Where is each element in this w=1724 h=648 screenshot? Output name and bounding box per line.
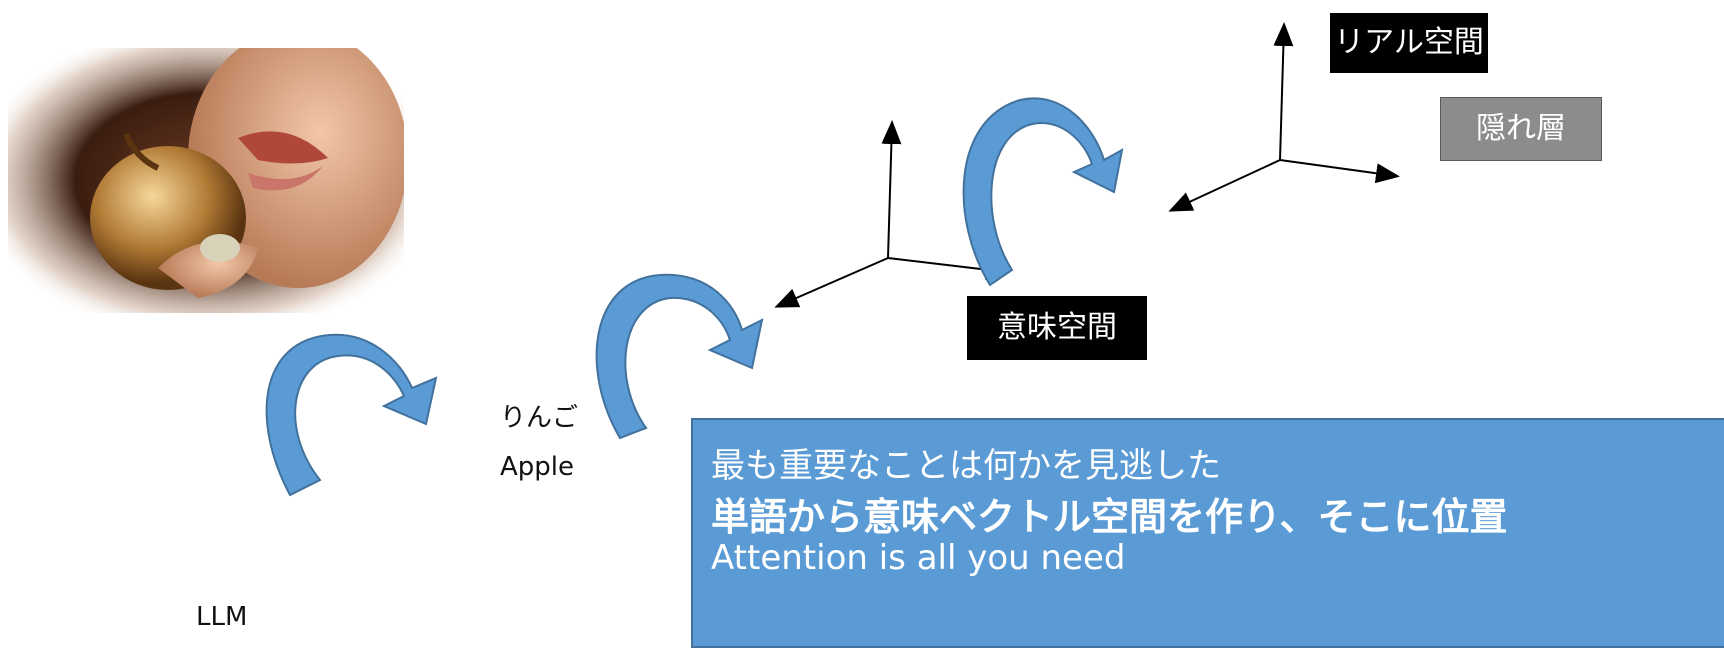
curved-arrow-1 xyxy=(265,333,438,497)
word-ja-label: りんご xyxy=(500,403,579,433)
apple-photo xyxy=(8,48,404,313)
semantic-space-label: 意味空間 xyxy=(967,296,1147,360)
real-space-axes xyxy=(1168,22,1400,212)
llm-label: LLM xyxy=(196,602,248,632)
curved-arrow-3 xyxy=(962,97,1124,287)
curved-arrow-2 xyxy=(595,273,764,440)
hidden-layer-label: 隠れ層 xyxy=(1440,97,1602,161)
callout-line-1: 最も重要なことは何かを見逃した xyxy=(711,446,1221,486)
callout-line-3: Attention is all you need xyxy=(711,538,1126,578)
callout-box: 最も重要なことは何かを見逃した 単語から意味ベクトル空間を作り、そこに位置 At… xyxy=(691,418,1724,648)
word-en-label: Apple xyxy=(500,452,575,482)
callout-line-2: 単語から意味ベクトル空間を作り、そこに位置 xyxy=(711,495,1508,539)
real-space-label: リアル空間 xyxy=(1330,13,1488,73)
